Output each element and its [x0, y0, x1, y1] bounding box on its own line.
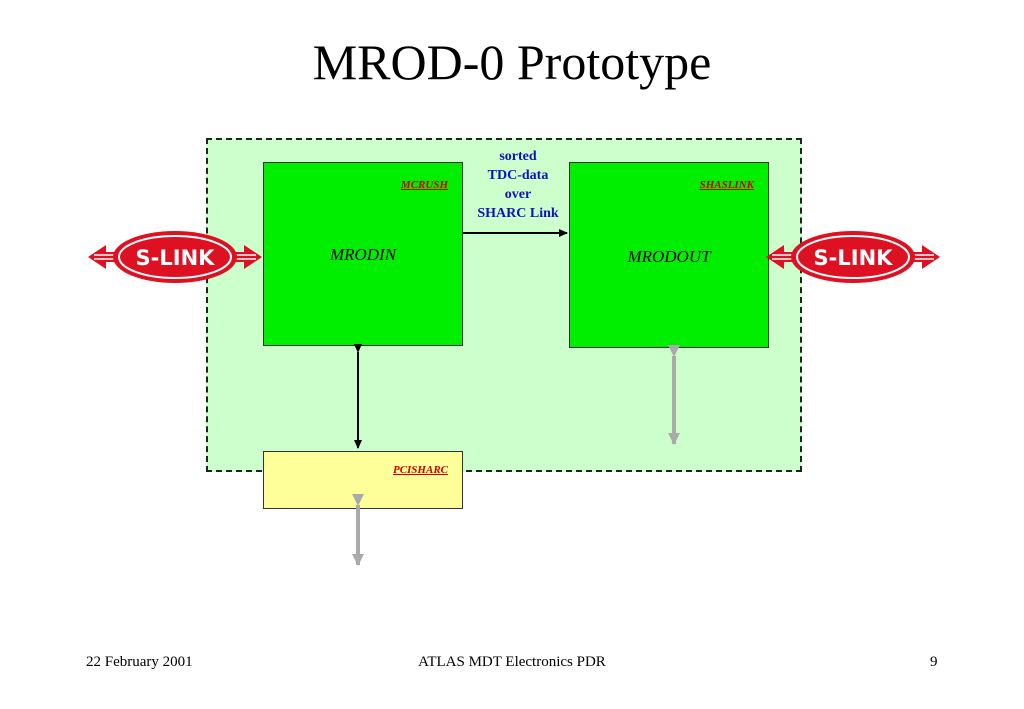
mrodin-box: MCRUSH MRODIN — [263, 162, 463, 346]
svg-text:S-LINK: S-LINK — [136, 246, 216, 270]
footer-page-number: 9 — [930, 654, 938, 670]
mrodout-label: MRODOUT — [627, 247, 711, 266]
footer-date: 22 February 2001 — [86, 654, 193, 670]
slink-logo-right: S-LINK — [766, 231, 940, 283]
mrodout-box: SHASLINK MRODOUT — [569, 162, 769, 348]
mcrush-tag: MCRUSH — [400, 179, 448, 191]
footer-event: ATLAS MDT Electronics PDR — [418, 654, 606, 670]
shaslink-tag: SHASLINK — [699, 179, 754, 191]
sharc-link-label: sorted TDC-data over SHARC Link — [477, 149, 559, 221]
slide-title: MROD-0 Prototype — [312, 34, 712, 90]
slink-logo-left: S-LINK — [88, 231, 262, 283]
svg-text:S-LINK: S-LINK — [814, 246, 894, 270]
pcisharc-tag: PCISHARC — [392, 464, 448, 476]
mrodin-label: MRODIN — [329, 245, 397, 264]
